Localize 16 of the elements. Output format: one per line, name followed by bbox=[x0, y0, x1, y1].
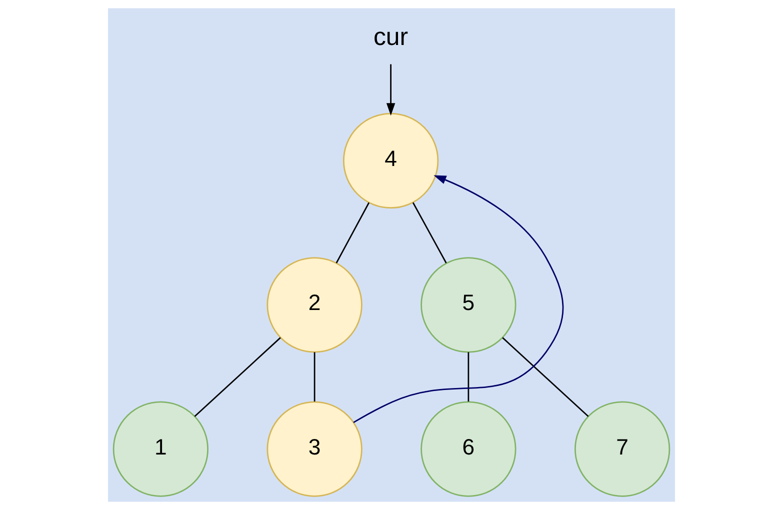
node-circle: 4 bbox=[342, 112, 439, 209]
node-circle: 1 bbox=[112, 401, 208, 497]
node-circle: 2 bbox=[266, 257, 362, 353]
connector bbox=[468, 352, 470, 402]
node-circle: 5 bbox=[420, 257, 516, 353]
connector bbox=[502, 337, 589, 417]
arrow bbox=[386, 64, 396, 116]
connector bbox=[194, 337, 281, 417]
connector bbox=[336, 202, 370, 264]
connector bbox=[314, 352, 316, 402]
node-text: cur bbox=[373, 22, 408, 51]
connector bbox=[412, 202, 447, 264]
arrow bbox=[353, 175, 564, 424]
node-circle: 3 bbox=[266, 401, 362, 497]
node-circle: 6 bbox=[420, 401, 516, 497]
node-circle: 7 bbox=[574, 401, 670, 497]
